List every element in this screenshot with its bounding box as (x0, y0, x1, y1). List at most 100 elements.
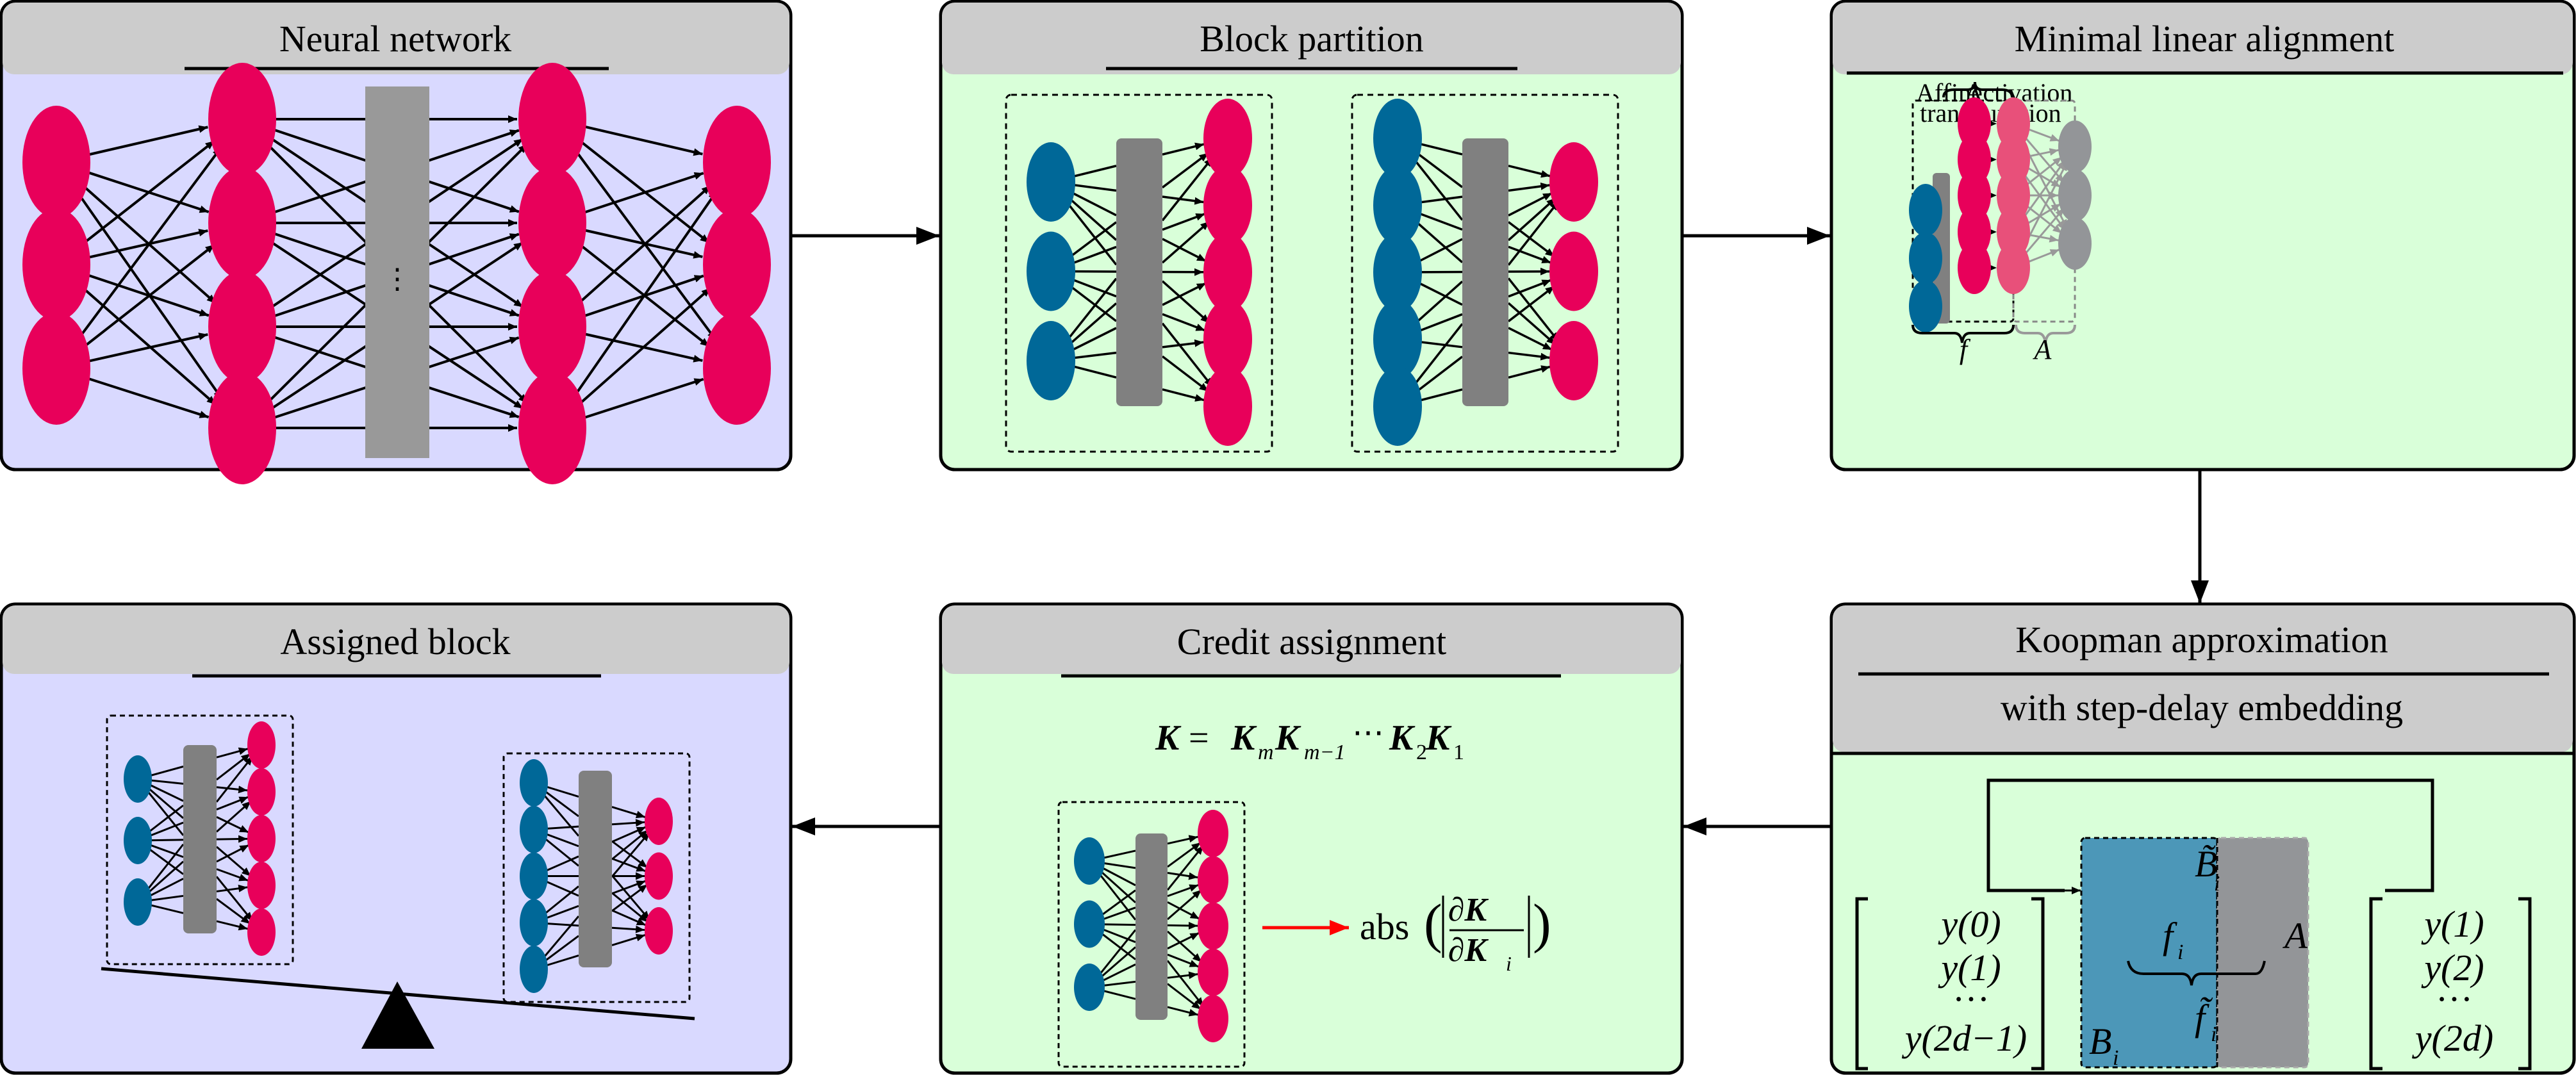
connection-edge (1161, 156, 1214, 222)
brace-A (2015, 324, 2076, 343)
connection-edge (1508, 365, 1551, 379)
output-neuron (1203, 366, 1252, 446)
eq-K1: K (1425, 718, 1452, 758)
connection-edge (1167, 883, 1199, 898)
input-neuron (1373, 99, 1422, 178)
input-neuron (1027, 231, 1075, 311)
connection-edge (569, 190, 718, 403)
eq-K1-sub: 1 (1453, 741, 1464, 764)
affine-neuron (1958, 169, 1991, 222)
neuron (208, 63, 276, 176)
block-2-frame (1351, 94, 1619, 453)
connection-edge (1508, 182, 1550, 192)
input-neuron (520, 759, 548, 807)
frac-numerator: ∂K (1448, 892, 1489, 928)
connection-edge (215, 876, 254, 922)
hidden-layers-ellipsis: ⋮ (383, 263, 411, 295)
connection-edge (611, 831, 650, 878)
connection-edge (1162, 213, 1206, 231)
affine-neuron (1958, 242, 1991, 294)
neuron (518, 372, 586, 484)
product-equation: K = K m K m−1 ⋯ K 2 K 1 (1155, 714, 1464, 764)
A-frame (2012, 99, 2076, 323)
linear-map-edge (2026, 204, 2063, 234)
connection-edge (81, 140, 215, 246)
panel-koopman: Koopman approximation with step-delay em… (1829, 602, 2576, 1075)
connection-edge (216, 800, 252, 833)
feedback-loop (1986, 778, 2434, 892)
output-neuron (1198, 995, 1228, 1042)
label-A: A (2282, 915, 2308, 956)
connection-edge (216, 785, 248, 794)
output-neuron (247, 862, 276, 909)
layer-bar (183, 745, 217, 933)
connection-edge (1167, 901, 1200, 920)
block-1-frame (1005, 94, 1273, 453)
brace-f-tilde (2127, 960, 2266, 986)
connection-edge (1167, 835, 1198, 845)
connection-edge (1161, 152, 1209, 189)
connection-edge (1167, 1006, 1199, 1017)
input-bracket-right (2031, 897, 2045, 1071)
eq-K2: K (1389, 718, 1416, 758)
output-neuron (2058, 169, 2092, 222)
output-neuron (1203, 299, 1252, 379)
input-neuron (1909, 280, 1942, 332)
connection-edge (1507, 285, 1555, 322)
label-fi-sub: i (2177, 940, 2183, 964)
input-neuron (124, 878, 152, 926)
panel-minimal-linear-alignment: Minimal linear alignment Affine trans. A… (1829, 0, 2576, 472)
linear-map-edge (2029, 234, 2059, 243)
input-neuron (1027, 142, 1075, 222)
neuron (22, 208, 90, 321)
block-A (2216, 837, 2309, 1069)
input-y0: y(0) (1938, 903, 2001, 945)
connection-edge (87, 125, 208, 156)
output-neuron (1198, 810, 1228, 857)
nn-edges (74, 115, 718, 432)
connection-edge (1166, 960, 1205, 1008)
output-neuron (1198, 902, 1228, 950)
connection-edge (1508, 192, 1553, 217)
connection-edge (1167, 872, 1198, 880)
connection-edge (1162, 313, 1206, 332)
connection-edge (1167, 953, 1200, 968)
connection-edge (575, 286, 712, 408)
panel-block-partition: Block partition (939, 0, 1684, 472)
connection-edge (611, 925, 645, 933)
output-neuron (247, 908, 276, 956)
input-neuron (1373, 233, 1422, 312)
connection-edge (1508, 279, 1552, 298)
linear-map-edge (2027, 202, 2061, 225)
connection-edge (1508, 351, 1550, 361)
connection-edge (1167, 921, 1198, 930)
connection-edge (74, 187, 224, 400)
credit-network (1074, 810, 1228, 1042)
layer-bar (1135, 833, 1168, 1020)
connection-edge (216, 846, 252, 877)
connection-edge (216, 920, 248, 931)
eq-dots: ⋯ (1352, 714, 1384, 750)
frac-denominator-sub: i (1506, 952, 1512, 975)
alignment-network (1909, 97, 2092, 332)
assigned-networks (124, 721, 673, 993)
balance-fulcrum (361, 981, 434, 1049)
connection-edge (611, 826, 647, 843)
connection-edge (611, 880, 646, 895)
output-neuron (2058, 120, 2092, 173)
panel-title: Assigned block (280, 621, 510, 662)
layer-bar (579, 771, 612, 967)
eq-Km: K (1230, 718, 1257, 758)
eq-K2-sub: 2 (1416, 741, 1427, 764)
panel-title: Credit assignment (1177, 621, 1446, 662)
top-brace (1942, 81, 2013, 98)
flow-arrows (791, 227, 2209, 835)
connection-edge (1507, 197, 1556, 242)
input-neuron (124, 755, 152, 803)
linear-map-edge (2028, 249, 2060, 263)
output-neuron (1198, 948, 1228, 996)
connection-edge (1166, 930, 1203, 963)
connection-edge (1161, 322, 1214, 388)
linear-map-edge (2023, 135, 2065, 184)
label-f-tilde-sub: i (2211, 1022, 2217, 1046)
